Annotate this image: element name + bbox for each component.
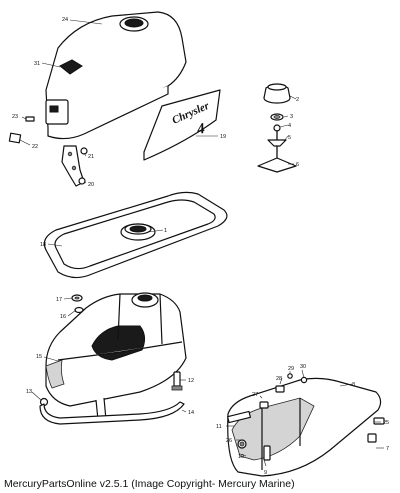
callout-27: 27 <box>252 392 258 398</box>
callout-24: 24 <box>62 17 68 23</box>
leader-lines <box>19 19 384 467</box>
callout-15: 15 <box>36 354 42 360</box>
chrysler-decal: Chrysler 4 <box>143 89 221 161</box>
callout-12: 12 <box>188 378 194 384</box>
clip-and-rivet <box>8 116 35 144</box>
callout-26: 26 <box>226 438 232 444</box>
callout-25: 25 <box>383 420 389 426</box>
stud-and-strap <box>39 371 185 425</box>
callout-4: 4 <box>288 123 291 129</box>
callout-numbers: 1 2 3 4 5 6 7 8 9 10 11 12 13 14 15 16 1… <box>12 17 389 476</box>
top-cowl <box>45 11 187 140</box>
copyright-footer: MercuryPartsOnline v2.5.1 (Image Copyrig… <box>4 478 295 490</box>
callout-16: 16 <box>60 314 66 320</box>
callout-3: 3 <box>290 114 293 120</box>
lower-cowl <box>45 292 187 421</box>
latch-bracket <box>61 145 88 187</box>
callout-8: 8 <box>352 382 355 388</box>
callout-30: 30 <box>300 364 306 370</box>
callout-18: 18 <box>40 242 46 248</box>
callout-19: 19 <box>220 134 226 140</box>
callout-7: 7 <box>386 446 389 452</box>
callout-5: 5 <box>288 135 291 141</box>
decal-model-text: 4 <box>195 121 207 138</box>
callout-13: 13 <box>26 389 32 395</box>
cowl-gasket <box>43 191 228 279</box>
callout-6: 6 <box>296 162 299 168</box>
callout-2: 2 <box>296 97 299 103</box>
callout-10: 10 <box>238 454 244 460</box>
callout-31: 31 <box>34 61 40 67</box>
knob-assembly <box>257 83 297 173</box>
callout-20: 20 <box>88 182 94 188</box>
callout-21: 21 <box>88 154 94 160</box>
washers-16-17 <box>71 294 84 314</box>
callout-11: 11 <box>216 424 222 430</box>
callout-1: 1 <box>164 228 167 234</box>
callout-17: 17 <box>56 297 62 303</box>
callout-28: 28 <box>276 376 282 382</box>
bottom-cowl <box>227 373 385 477</box>
callout-23: 23 <box>12 114 18 120</box>
callout-22: 22 <box>32 144 38 150</box>
callout-14: 14 <box>188 410 194 416</box>
callout-29: 29 <box>288 366 294 372</box>
callout-9: 9 <box>264 470 267 476</box>
